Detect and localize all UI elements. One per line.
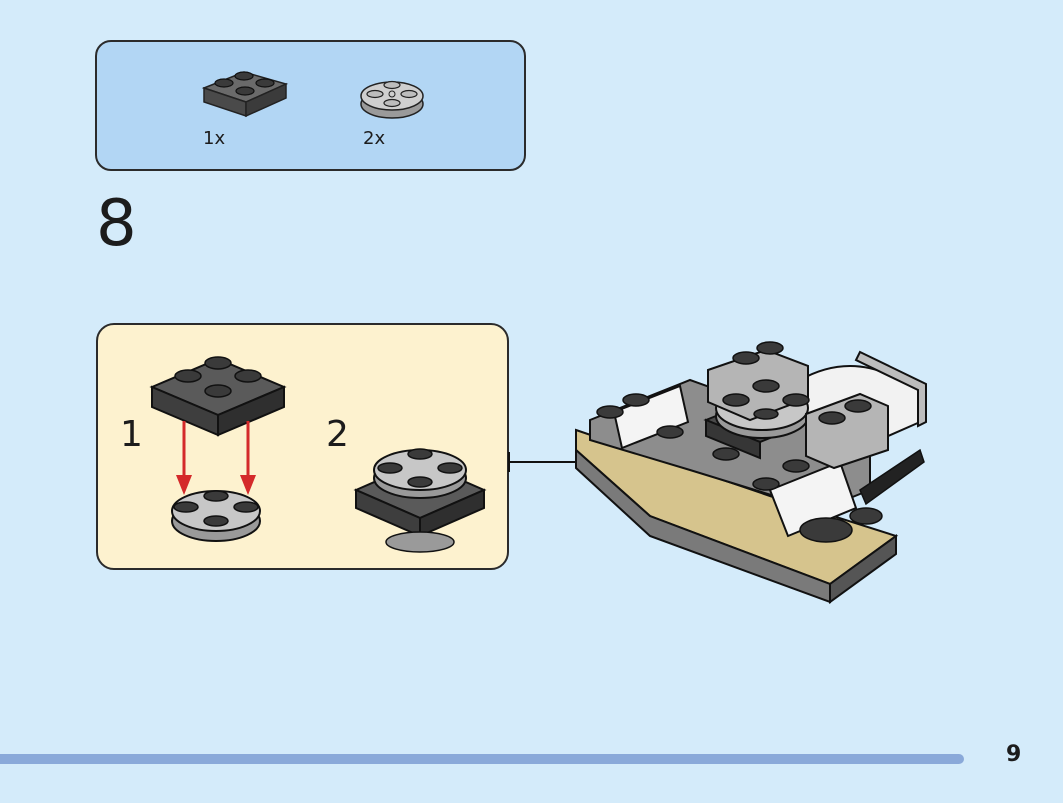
step-number: 8 <box>96 187 137 261</box>
parts-list-box: 1x 2x <box>95 40 526 171</box>
part-quantity: 2x <box>363 128 386 149</box>
part-quantity: 1x <box>203 128 226 149</box>
dark-grey-plate-icon <box>201 71 289 118</box>
substep-1-illustration <box>149 356 287 542</box>
sub-assembly-box: 1 2 <box>96 323 509 570</box>
progress-bar <box>0 754 964 764</box>
substep-2-illustration <box>353 448 487 553</box>
light-grey-round-plate-icon <box>360 80 424 119</box>
model-illustration <box>575 341 927 604</box>
substep-number: 2 <box>326 414 349 455</box>
substep-number: 1 <box>120 414 143 455</box>
page-number: 9 <box>1006 742 1022 767</box>
